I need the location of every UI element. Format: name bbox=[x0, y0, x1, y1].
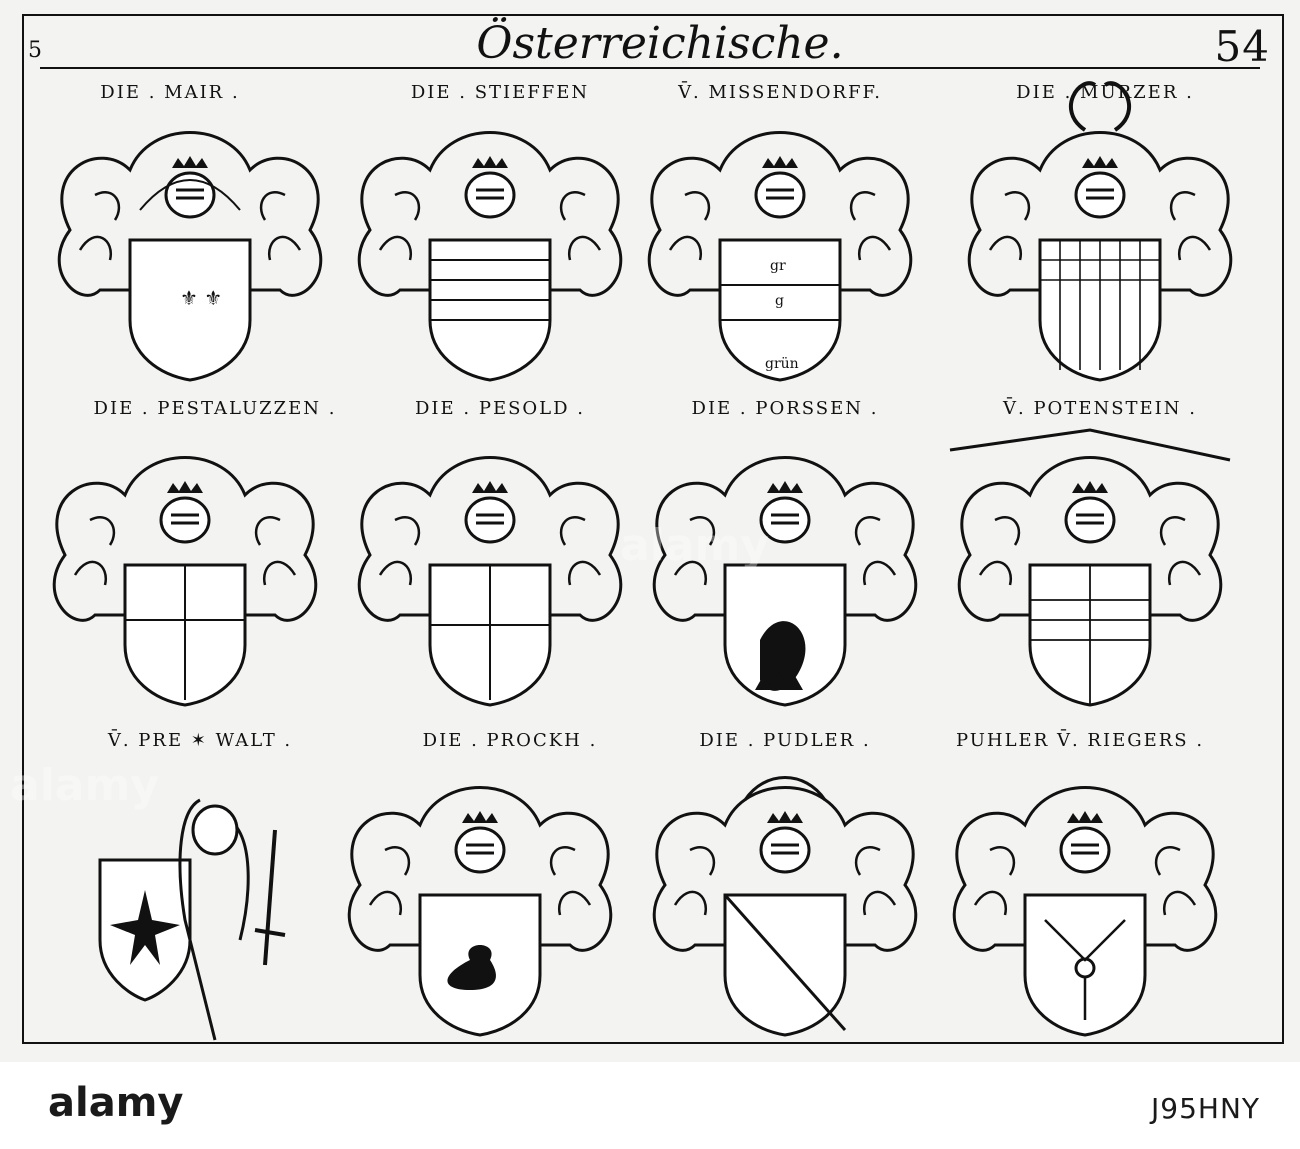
label-stieffen: DIE . STIEFFEN bbox=[410, 82, 590, 103]
watermark-center: alamy bbox=[620, 520, 769, 571]
label-potenstein: V̄. POTENSTEIN . bbox=[1003, 398, 1197, 419]
label-porssen: DIE . PORSSEN . bbox=[691, 398, 879, 419]
label-pestaluzzen: DIE . PESTALUZZEN . bbox=[93, 398, 337, 419]
page-title: Österreichische. bbox=[476, 18, 844, 69]
coats-of-arms-drawing: ⚜ ⚜ gr g grün bbox=[52, 81, 1233, 1041]
tincture-g: g bbox=[775, 293, 784, 309]
page-number-left: 5 bbox=[28, 38, 42, 63]
title-rule bbox=[40, 67, 1260, 69]
tincture-gr: gr bbox=[770, 258, 786, 274]
brand-logo: alamy bbox=[48, 1080, 184, 1126]
tincture-grun: grün bbox=[765, 356, 799, 372]
svg-text:⚜ ⚜: ⚜ ⚜ bbox=[180, 286, 222, 310]
label-puhler-riegers: PUHLER V̄. RIEGERS . bbox=[955, 730, 1205, 751]
label-mair: DIE . MAIR . bbox=[100, 82, 240, 103]
watermark-left: alamy bbox=[10, 760, 159, 811]
label-missendorff: V̄. MISSENDORFF. bbox=[678, 82, 882, 103]
stock-footer-bar: alamy J95HNY bbox=[0, 1062, 1300, 1149]
label-pesold: DIE . PESOLD . bbox=[414, 398, 585, 419]
engraved-plate-image: 5 Österreichische. 54 DIE . MAIR . DIE .… bbox=[0, 0, 1300, 1062]
image-id: J95HNY bbox=[1151, 1092, 1260, 1125]
plate-border bbox=[22, 14, 1284, 1044]
label-prockh: DIE . PROCKH . bbox=[422, 730, 598, 751]
label-murzer: DIE . MURZER . bbox=[1016, 82, 1194, 103]
label-pudler: DIE . PUDLER . bbox=[699, 730, 871, 751]
page-number-right: 54 bbox=[1214, 22, 1270, 71]
label-prewalt: V̄. PRE ✶ WALT . bbox=[107, 730, 293, 751]
